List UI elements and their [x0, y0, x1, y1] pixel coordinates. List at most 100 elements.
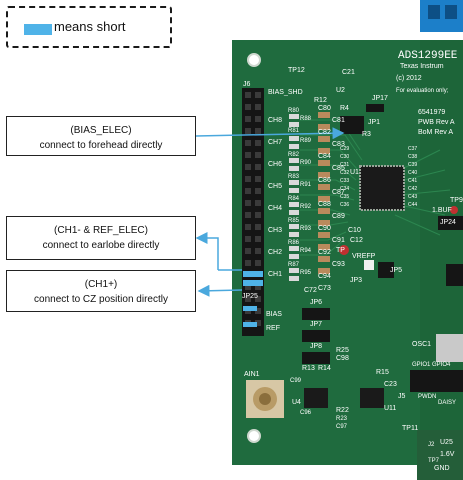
u4-chip	[304, 388, 328, 408]
label-c90: C90	[318, 225, 331, 232]
label-c23: C23	[384, 381, 397, 388]
label-jp25: JP25	[242, 293, 258, 300]
label-u25: U25	[440, 439, 453, 446]
label-jp7: JP7	[310, 321, 322, 328]
label-c94: C94	[318, 273, 331, 280]
label-c93: C93	[332, 261, 345, 268]
label-buf: 1.BUF	[432, 207, 452, 214]
short-jumper-ref	[243, 322, 257, 327]
board-name: ADS1299EE	[398, 50, 458, 62]
label-ch1: CH1	[268, 271, 282, 278]
label-c72: C72	[304, 287, 317, 294]
callout-ch1-minus-ref-desc: connect to earlobe directly	[42, 240, 160, 251]
j5-header	[410, 370, 463, 392]
label-c43: C43	[408, 194, 417, 200]
label-r3: R3	[362, 131, 371, 138]
callout-bias-elec: (BIAS_ELEC) connect to forehead directly	[6, 116, 196, 156]
label-c33: C33	[340, 178, 349, 184]
label-c81: C81	[332, 117, 345, 124]
label-r86: R86	[288, 240, 300, 246]
label-j6: J6	[243, 81, 251, 88]
callout-ch1-minus-ref: (CH1- & REF_ELEC) connect to earlobe dir…	[6, 216, 196, 260]
label-tp11: TP11	[402, 425, 418, 432]
label-c37: C37	[408, 146, 417, 152]
jp1-header	[340, 116, 364, 134]
label-c91: C91	[332, 237, 345, 244]
label-ref: REF	[266, 325, 280, 332]
label-j2: J2	[428, 442, 435, 448]
label-r12: R12	[314, 97, 327, 104]
label-r83: R83	[288, 174, 300, 180]
label-c39: C39	[408, 162, 417, 168]
label-ch8: CH8	[268, 117, 282, 124]
label-u2: U2	[336, 87, 345, 94]
label-r13: R13	[302, 365, 315, 372]
u11-chip	[360, 388, 384, 408]
label-ain1: AIN1	[244, 371, 260, 378]
label-c73: C73	[318, 285, 331, 292]
label-jp8: JP8	[310, 343, 322, 350]
label-r23: R23	[336, 416, 348, 422]
label-tp7: TP7	[428, 458, 440, 464]
label-r22: R22	[336, 407, 349, 414]
label-jp17: JP17	[372, 95, 388, 102]
label-r25: R25	[336, 347, 349, 354]
label-gpio: GPIO1	[412, 362, 431, 368]
label-c96: C96	[300, 410, 312, 416]
label-r89: R89	[300, 138, 312, 144]
arrow-ch1-minus-ref	[195, 232, 219, 270]
label-daisy: DAISY	[438, 400, 456, 406]
label-c86: C86	[318, 177, 331, 184]
label-c34: C34	[340, 186, 349, 192]
label-r84: R84	[288, 196, 300, 202]
board-maker: Texas Instrum	[400, 63, 444, 70]
label-c32: C32	[340, 170, 349, 176]
short-jumper-ch1-minus	[243, 271, 263, 277]
label-ch4: CH4	[268, 205, 282, 212]
jp7-header	[302, 330, 330, 342]
jp24-header	[438, 216, 463, 230]
arrow-ch1-plus	[197, 284, 243, 297]
label-1v6: 1.6V	[440, 451, 455, 458]
tp9-testpoint	[450, 206, 458, 214]
short-swatch	[24, 24, 52, 35]
label-r93: R93	[300, 226, 312, 232]
label-r81: R81	[288, 128, 300, 134]
jp8-header	[302, 352, 330, 364]
label-c35: C35	[340, 194, 349, 200]
callout-ch1-plus-desc: connect to CZ position directly	[34, 294, 168, 305]
jp3-header	[364, 260, 374, 270]
label-c84: C84	[318, 153, 331, 160]
label-gnd: GND	[434, 465, 450, 472]
label-r91: R91	[300, 182, 312, 188]
u1-chip	[359, 165, 405, 211]
jp5-header	[378, 262, 394, 278]
label-u1: U1	[350, 169, 359, 176]
label-c31: C31	[340, 162, 349, 168]
jp-side-header	[446, 264, 463, 286]
legend-text: means short	[54, 19, 126, 34]
label-ch6: CH6	[268, 161, 282, 168]
label-c36: C36	[340, 202, 349, 208]
mounting-hole-top	[247, 53, 261, 67]
label-tp: TP	[336, 247, 345, 254]
callout-ch1-plus-title: (CH1+)	[84, 279, 118, 290]
board-part-no: 6541979	[418, 109, 445, 116]
callout-bias-elec-desc: connect to forehead directly	[39, 140, 163, 151]
board-year: (c) 2012	[396, 75, 422, 82]
label-c30: C30	[340, 154, 349, 160]
label-c89: C89	[332, 213, 345, 220]
label-c99: C99	[290, 378, 302, 384]
label-ch7: CH7	[268, 139, 282, 146]
label-r95: R95	[300, 270, 312, 276]
label-c88: C88	[318, 201, 331, 208]
label-jp24: JP24	[440, 219, 456, 226]
callout-ch1-plus: (CH1+) connect to CZ position directly	[6, 270, 196, 312]
mounting-hole-bottom	[247, 429, 261, 443]
label-j5: J5	[398, 393, 406, 400]
board-bom-rev: BoM Rev A	[418, 129, 453, 136]
label-c29: C29	[340, 146, 349, 152]
short-jumper-ch1-plus	[243, 280, 263, 286]
label-bias-shd: BIAS_SHD	[268, 89, 303, 96]
